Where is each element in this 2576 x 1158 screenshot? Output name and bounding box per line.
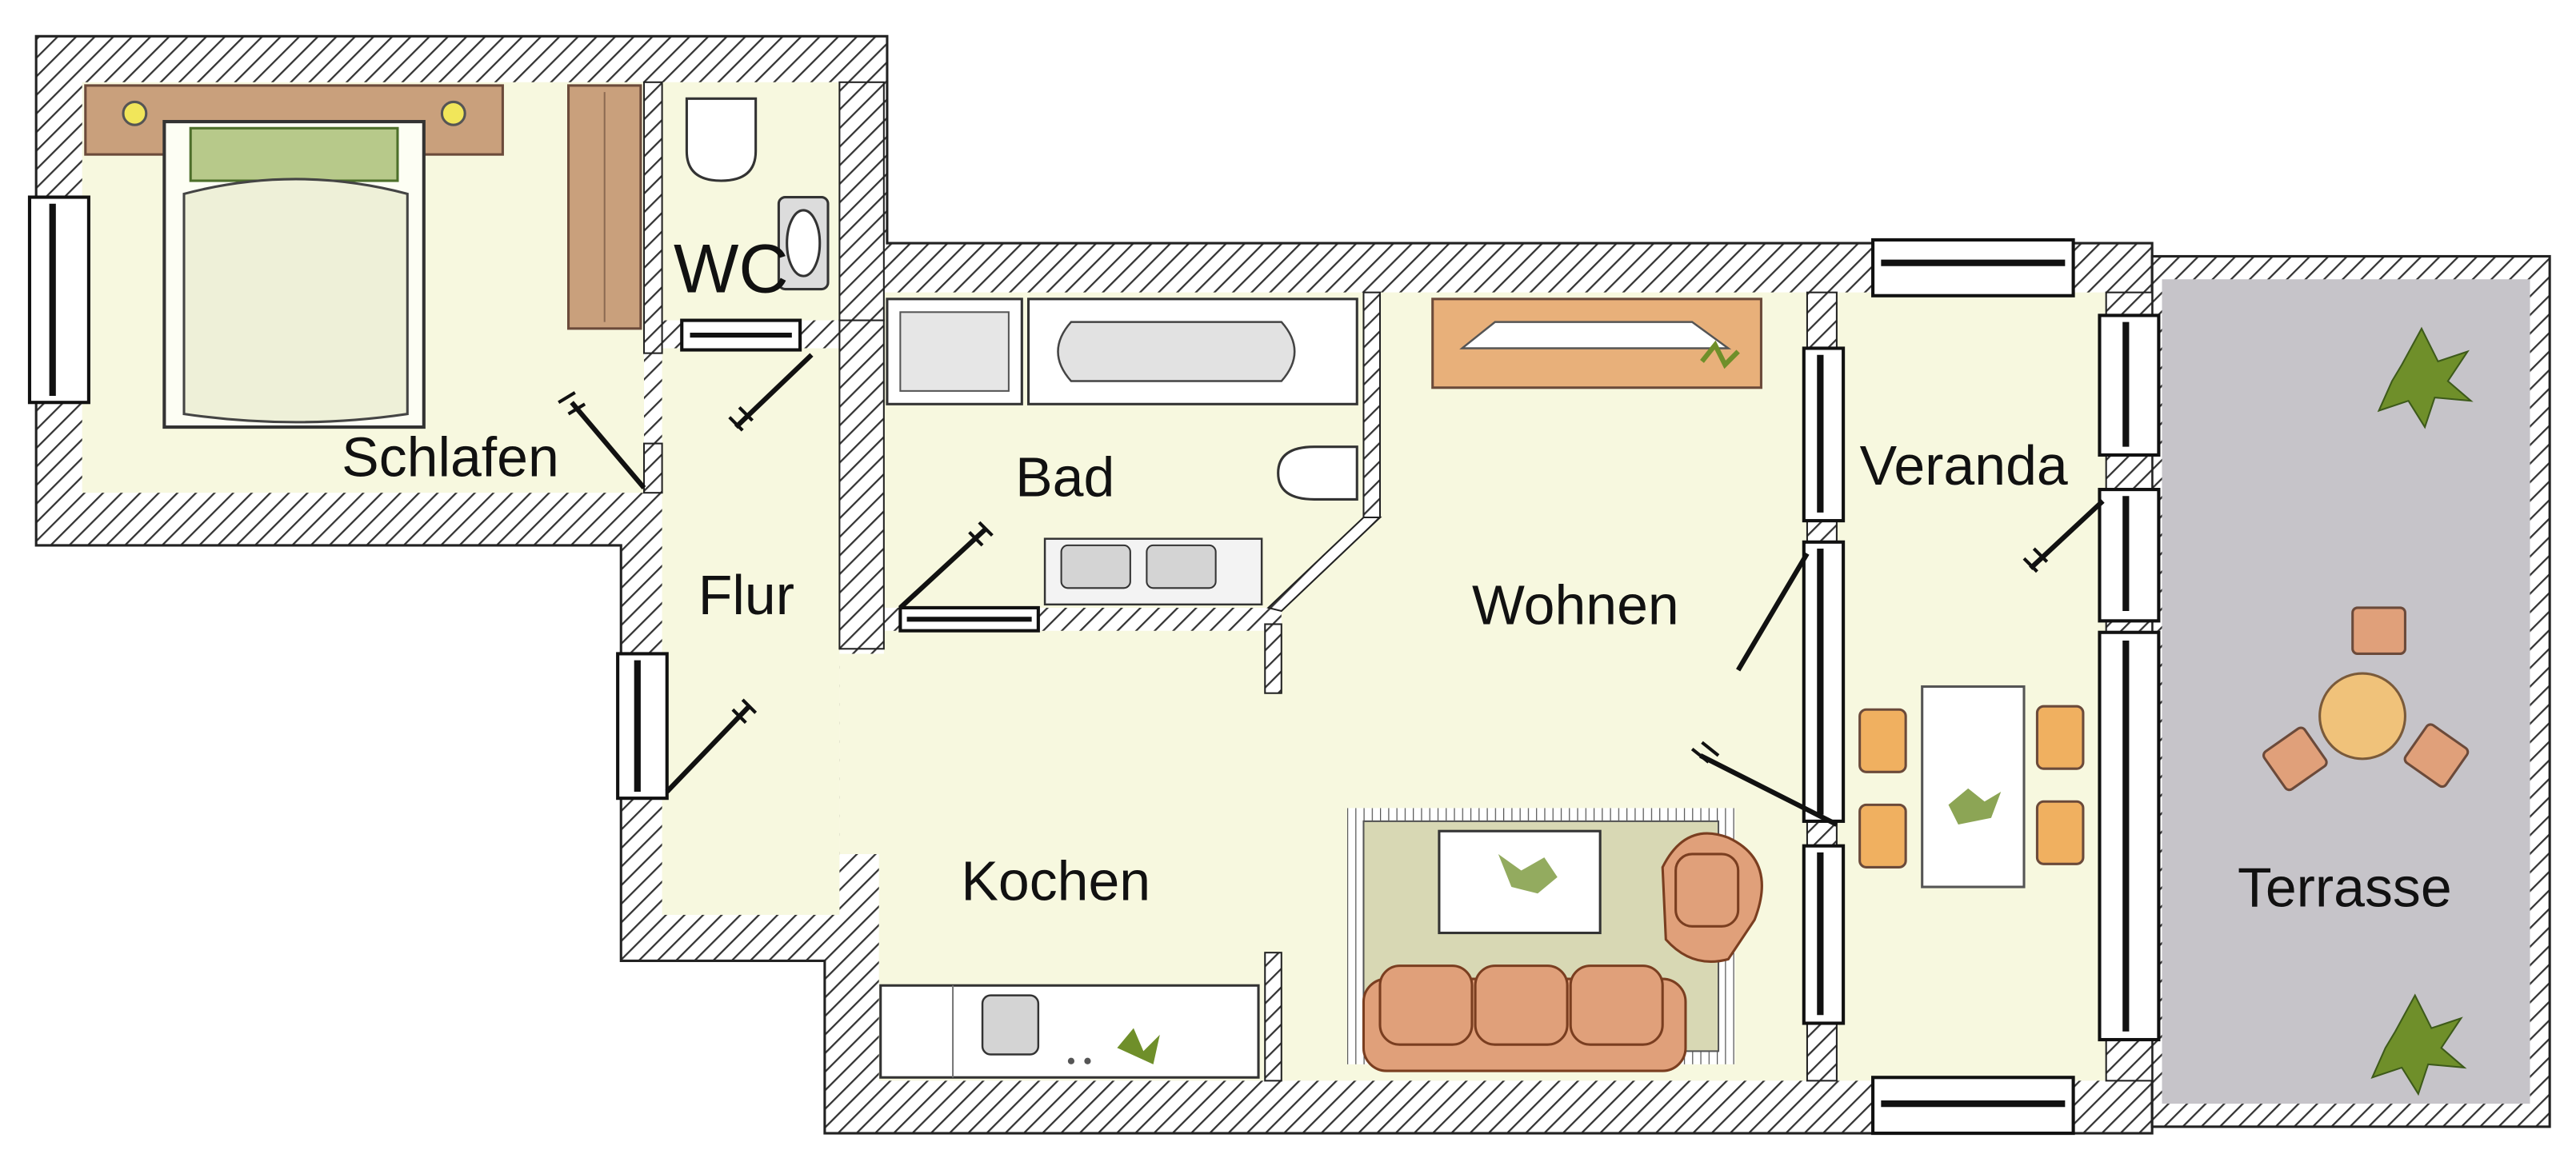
room-label-wohnen: Wohnen xyxy=(1472,573,1679,636)
door-swing-icon xyxy=(558,391,646,490)
door-swing-icon xyxy=(1690,741,1838,827)
door-swing-icon xyxy=(2022,499,2105,573)
sofa-icon xyxy=(1362,964,1687,1072)
room-label-kochen: Kochen xyxy=(961,849,1150,912)
plant-icon xyxy=(2370,993,2467,1096)
window-icon xyxy=(1802,540,1846,823)
window-icon xyxy=(1802,844,1846,1025)
window-icon xyxy=(2098,630,2161,1042)
room-label-wc: WC xyxy=(674,231,789,308)
bathtub-icon xyxy=(1026,297,1358,405)
bed-icon xyxy=(84,84,504,429)
room-label-schlafen: Schlafen xyxy=(342,426,559,489)
armchair-icon xyxy=(1661,832,1763,963)
window-icon xyxy=(616,652,669,801)
room-label-veranda: Veranda xyxy=(1860,434,2068,497)
door-swing-icon xyxy=(1736,552,1810,672)
floors xyxy=(82,82,2530,1104)
window-icon xyxy=(680,318,802,352)
toilet-icon xyxy=(685,97,758,182)
window-icon xyxy=(27,195,90,405)
door-swing-icon xyxy=(728,353,814,432)
room-label-bad: Bad xyxy=(1015,445,1114,508)
sink-icon xyxy=(777,196,830,291)
room-label-flur: Flur xyxy=(698,564,794,626)
room-label-terrasse: Terrasse xyxy=(2238,857,2452,919)
table-icon xyxy=(1921,685,2026,888)
floor-flur xyxy=(662,348,840,915)
doors xyxy=(558,353,2105,827)
toilet-icon xyxy=(1277,445,1358,501)
table-icon xyxy=(2318,672,2406,761)
plant-icon xyxy=(2377,326,2474,429)
window-icon xyxy=(1871,238,2075,297)
window-icon xyxy=(2098,488,2161,623)
kitchen-counter xyxy=(879,984,1260,1079)
window-icon xyxy=(1802,346,1846,523)
sideboard xyxy=(1431,297,1762,389)
window-icon xyxy=(1871,1076,2075,1136)
windows xyxy=(27,195,2161,1136)
window-icon xyxy=(898,605,1040,633)
shower-tray-icon xyxy=(886,297,1023,405)
chairs xyxy=(1858,705,2085,868)
chairs xyxy=(2262,606,2470,792)
sink-icon xyxy=(1043,537,1263,606)
door-swing-icon xyxy=(898,521,994,610)
window-icon xyxy=(2098,313,2161,457)
door-swing-icon xyxy=(665,698,758,794)
